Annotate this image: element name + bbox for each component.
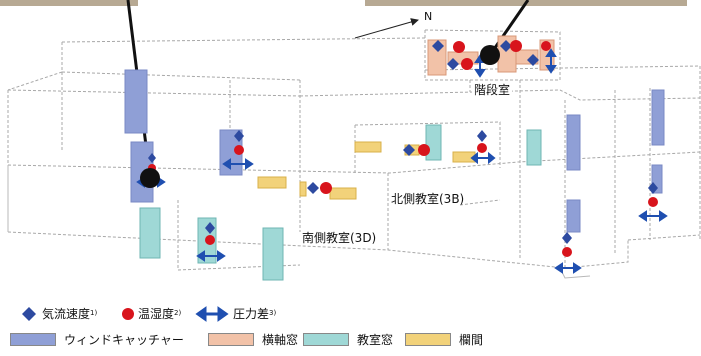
diamond-icon — [22, 307, 36, 321]
temp-humidity-sensor-icon — [562, 247, 572, 257]
legend-pressure-diff: 圧力差3) — [233, 307, 276, 321]
wind-catcher — [566, 199, 581, 233]
temp-humidity-sensor-icon — [461, 58, 473, 70]
airspeed-sensor-icon — [205, 222, 215, 234]
airspeed-sensor-icon — [234, 130, 244, 142]
leader-dot-right — [480, 45, 500, 65]
temp-humidity-sensor-icon — [205, 235, 215, 245]
north-arrow-icon — [354, 18, 419, 39]
legend-pressure-diff-note: 3) — [269, 309, 277, 317]
airspeed-sensor-icon — [500, 40, 512, 52]
legend-airspeed-note: 1) — [90, 309, 98, 317]
transom — [329, 187, 357, 200]
photo-strip-left — [0, 0, 138, 6]
temp-humidity-sensor-icon — [648, 197, 658, 207]
transom — [354, 141, 382, 153]
legend-icons — [22, 306, 229, 322]
classroom-window — [425, 124, 442, 161]
legend-temp-humidity-text: 温湿度 — [138, 307, 175, 321]
leader-dot-left — [140, 168, 160, 188]
transom — [299, 181, 307, 197]
airspeed-sensor-icon — [148, 153, 156, 163]
classroom-window — [139, 207, 161, 259]
airspeed-sensor-icon — [477, 130, 487, 142]
legend-transom: 欄間 — [459, 333, 484, 347]
wind-catcher — [124, 69, 148, 134]
classroom-window — [262, 227, 284, 281]
horizontal-axis-window-swatch — [208, 333, 254, 346]
legend-pressure-diff-text: 圧力差 — [233, 307, 270, 321]
legend-classroom-window: 教室窓 — [357, 333, 394, 347]
legend: 気流速度1) 温湿度2) 圧力差3) ウィンドキャッチャー 横軸窓 教室窓 欄間 — [0, 298, 701, 352]
pressure-diff-sensor-icon — [638, 210, 668, 222]
temp-humidity-sensor-icon — [453, 41, 465, 53]
airspeed-sensor-icon — [307, 182, 319, 194]
temp-humidity-sensor-icon — [541, 41, 551, 51]
classroom-window-swatch — [303, 333, 349, 346]
temp-humidity-sensor-icon — [234, 145, 244, 155]
horizontal-axis-window — [427, 39, 447, 76]
pressure-diff-sensor-icon — [196, 250, 226, 262]
stair-room-label: 階段室 — [472, 83, 513, 97]
temp-humidity-sensor-icon — [418, 144, 430, 156]
airspeed-sensor-icon — [403, 144, 415, 156]
legend-temp-humidity: 温湿度2) — [138, 307, 181, 321]
leader-line-right — [488, 0, 530, 56]
north-classroom-label: 北側教室(3B) — [391, 192, 465, 206]
legend-airspeed-text: 気流速度 — [42, 307, 91, 321]
airspeed-sensor-icon — [648, 182, 658, 194]
legend-temp-humidity-note: 2) — [174, 309, 182, 317]
red-dot-icon — [122, 308, 134, 320]
wind-catcher — [566, 114, 581, 171]
north-label: N — [424, 10, 433, 23]
wind-catcher — [651, 164, 663, 194]
airspeed-sensor-icon — [562, 232, 572, 244]
pressure-diff-sensor-icon — [470, 151, 496, 165]
temp-humidity-sensor-icon — [510, 40, 522, 52]
classroom-window — [526, 129, 542, 166]
transom-swatch — [405, 333, 451, 346]
pressure-diff-sensor-icon — [222, 158, 254, 170]
temp-humidity-sensor-icon — [477, 143, 487, 153]
double-arrow-icon — [195, 306, 229, 322]
airspeed-sensor-icon — [527, 54, 539, 66]
temp-humidity-sensor-icon — [320, 182, 332, 194]
south-classroom-label: 南側教室(3D) — [302, 231, 377, 245]
pressure-diff-sensor-icon — [554, 262, 582, 274]
wind-catcher-swatch — [10, 333, 56, 346]
wind-catcher — [651, 89, 665, 146]
pressure-diff-sensor-icon — [545, 48, 557, 74]
legend-horizontal-axis-window: 横軸窓 — [262, 333, 299, 347]
airspeed-sensor-icon — [447, 58, 459, 70]
transom — [257, 176, 287, 189]
legend-wind-catcher: ウィンドキャッチャー — [64, 333, 184, 347]
legend-airspeed: 気流速度1) — [42, 307, 97, 321]
airspeed-sensor-icon — [432, 40, 444, 52]
